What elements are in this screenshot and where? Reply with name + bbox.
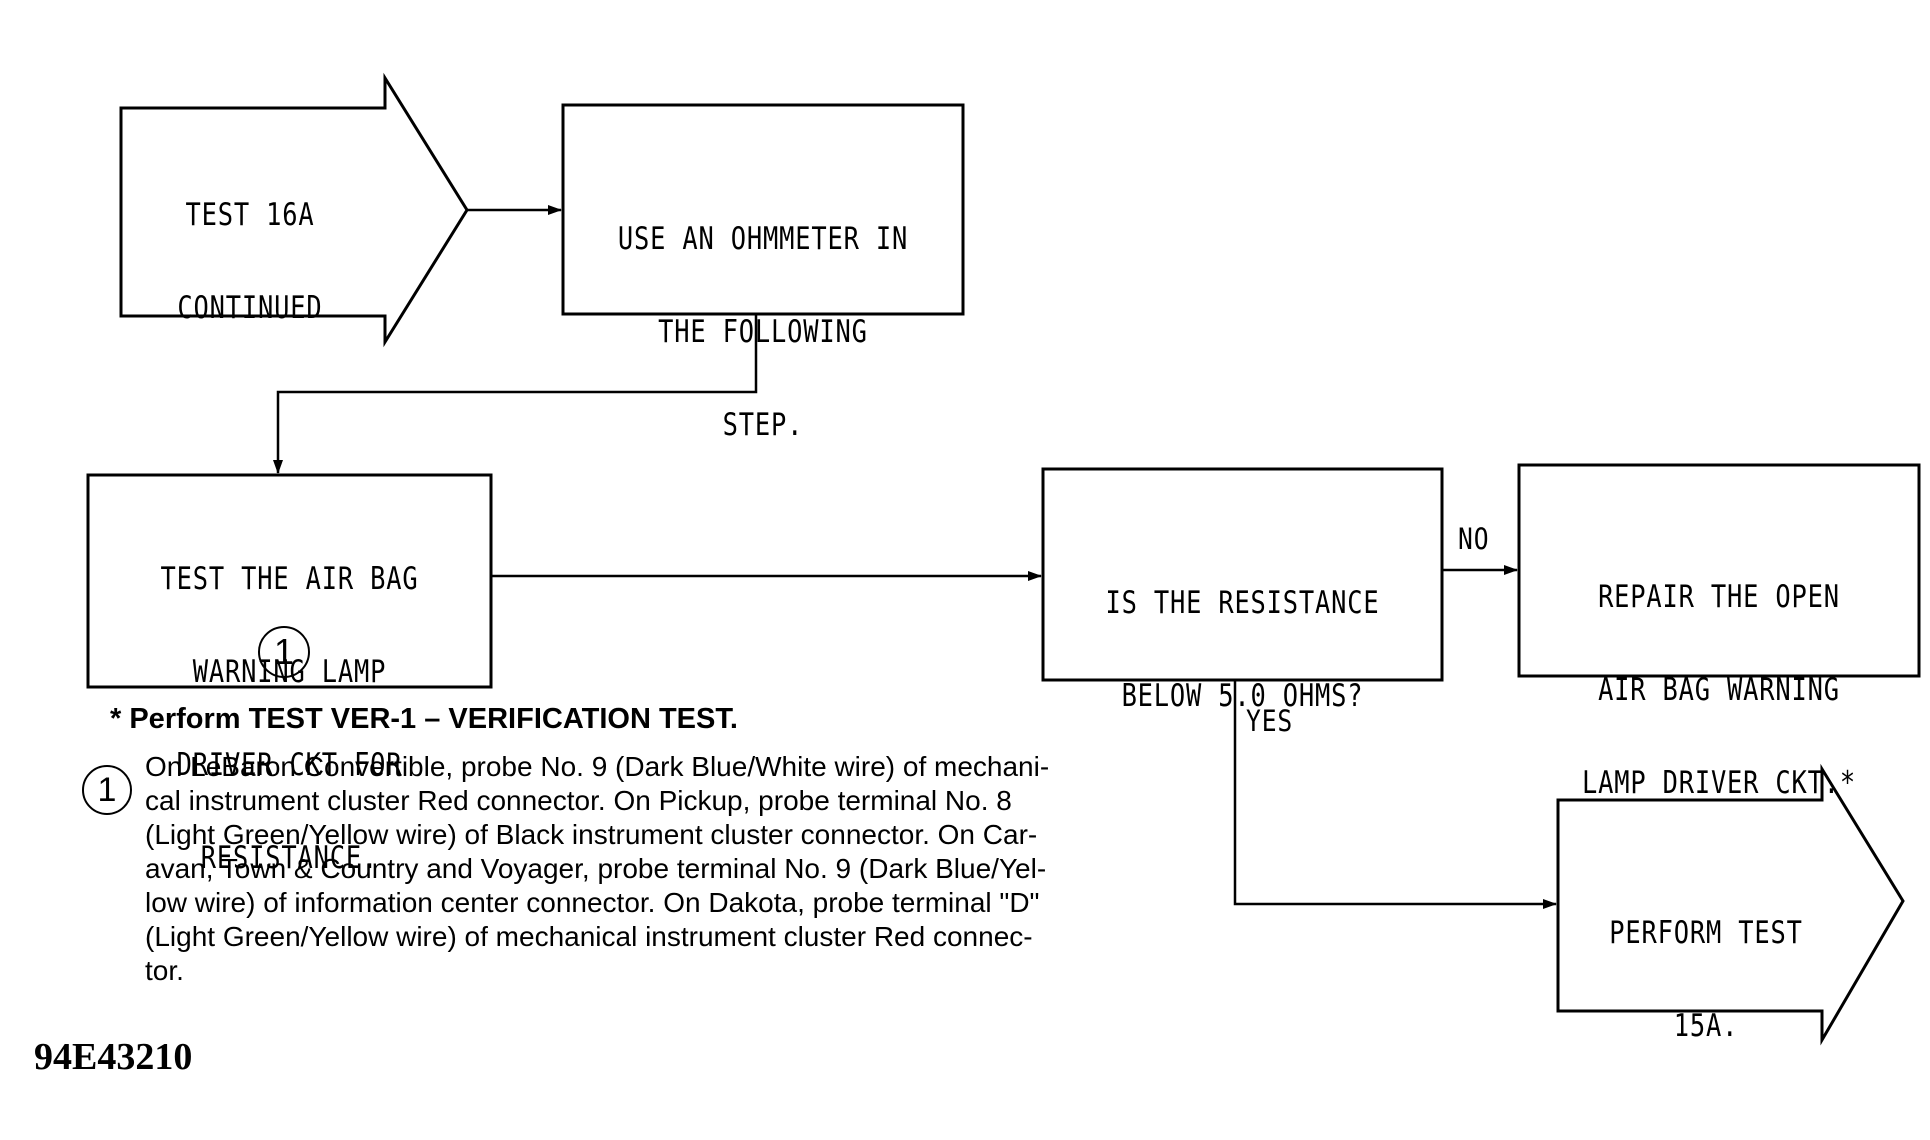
footnote-line-7: tor. [145, 955, 184, 986]
step1-box [561, 103, 965, 316]
end-arrow-shape [1556, 763, 1905, 1046]
start-label: TEST 16A CONTINUED [160, 138, 340, 355]
connector-decision-end [1233, 680, 1557, 909]
footnote-line-4: avan, Town & Country and Voyager, probe … [145, 853, 1047, 884]
step2-line-4: RESISTANCE. [200, 840, 379, 876]
repair-box [1517, 463, 1921, 678]
verification-note: * Perform TEST VER-1 – VERIFICATION TEST… [110, 703, 738, 735]
step2-box [86, 473, 493, 689]
footnote-line-5: low wire) of information center connecto… [145, 887, 1040, 918]
step1-line-2: THE FOLLOWING [658, 314, 868, 350]
repair-line-1: REPAIR THE OPEN [1598, 579, 1840, 615]
step1-label: USE AN OHMMETER IN THE FOLLOWING STEP. [599, 162, 927, 472]
footnote-line-3: (Light Green/Yellow wire) of Black instr… [145, 819, 1038, 850]
step2-line-3: DRIVER CKT FOR [176, 747, 403, 783]
end-label: PERFORM TEST 15A. [1599, 856, 1812, 1073]
decision-label: IS THE RESISTANCE BELOW 5.0 OHMS? [1079, 526, 1406, 743]
end-line-2: 15A. [1673, 1008, 1739, 1044]
repair-line-2: AIR BAG WARNING [1598, 672, 1840, 708]
footnote-circle: 1 [82, 765, 132, 815]
step2-line-1: TEST THE AIR BAG [160, 561, 419, 597]
decision-box [1041, 467, 1444, 682]
yes-branch-label: YES [1246, 704, 1294, 738]
step2-note-ref-circle: 1 [258, 626, 310, 678]
footnote-line-1: On LeBaron Convertible, probe No. 9 (Dar… [145, 751, 1050, 782]
footnote-line-2: cal instrument cluster Red connector. On… [145, 785, 1012, 816]
connector-step1-step2 [273, 314, 758, 474]
step2-label: TEST THE AIR BAG WARNING LAMP DRIVER CKT… [124, 502, 454, 905]
repair-line-3: LAMP DRIVER CKT.* [1581, 765, 1857, 801]
no-branch-label: NO [1458, 522, 1490, 556]
start-line-1: TEST 16A [185, 197, 315, 233]
decision-line-1: IS THE RESISTANCE [1105, 585, 1380, 621]
repair-label: REPAIR THE OPEN AIR BAG WARNING LAMP DRI… [1555, 520, 1883, 830]
start-arrow-shape [119, 72, 469, 348]
step1-line-1: USE AN OHMMETER IN [617, 221, 909, 257]
figure-id: 94E43210 [34, 1036, 193, 1078]
step2-note-ref-number: 1 [273, 631, 295, 672]
start-line-2: CONTINUED [177, 290, 323, 326]
decision-line-2: BELOW 5.0 OHMS? [1121, 678, 1364, 714]
step1-line-3: STEP. [722, 407, 804, 443]
end-line-1: PERFORM TEST [1609, 915, 1803, 951]
footnote-line-6: (Light Green/Yellow wire) of mechanical … [145, 921, 1033, 952]
footnote-number: 1 [97, 771, 117, 809]
footnote-text: On LeBaron Convertible, probe No. 9 (Dar… [145, 750, 1195, 988]
